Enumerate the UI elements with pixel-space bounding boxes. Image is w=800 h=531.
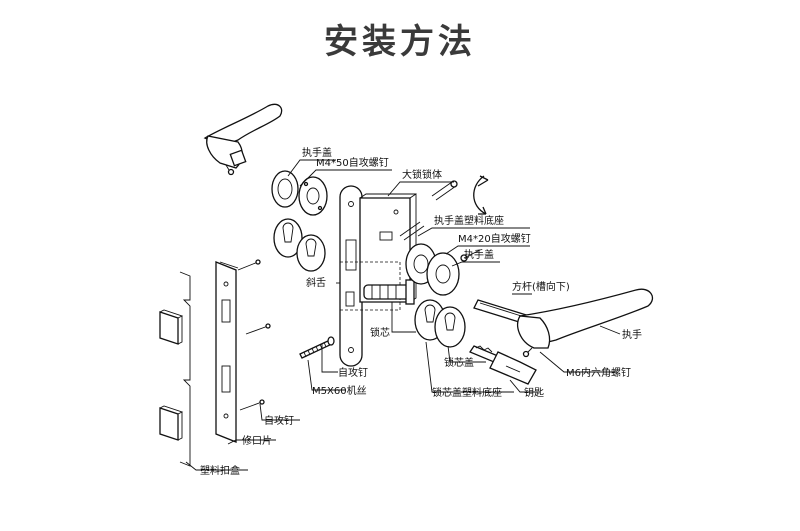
lock-faceplate <box>339 185 363 367</box>
label-plastic-box: 塑料扣盒 <box>200 464 240 477</box>
strike-screws <box>237 259 271 411</box>
label-self-tapping-screw-2: 自攻钉 <box>264 414 294 427</box>
left-handle-icon <box>203 103 283 176</box>
lock-body <box>339 193 417 311</box>
label-handle-cover-right: 执手盖 <box>464 248 494 261</box>
machine-screw <box>299 336 335 359</box>
label-latch: 斜舌 <box>306 276 326 289</box>
page-title: 安装方法 <box>324 22 476 62</box>
label-handle: 执手 <box>622 328 642 341</box>
label-screw-m4x20: M4*20自攻螺钉 <box>458 232 531 245</box>
lock-body-screws <box>399 180 458 241</box>
right-handle-icon <box>517 288 653 358</box>
label-handle-cover-base: 执手盖塑料底座 <box>434 214 504 227</box>
rotation-arrow-icon <box>473 175 489 215</box>
leader-lines <box>185 159 621 471</box>
label-lock-cylinder: 锁芯 <box>370 326 390 339</box>
plastic-strike-box <box>159 271 191 467</box>
label-cylinder-cover-base: 锁芯盖塑料底座 <box>432 386 502 399</box>
handle-cover-rose-top <box>271 170 328 216</box>
right-cylinder-cover <box>414 299 466 348</box>
lock-cylinder <box>363 279 415 305</box>
label-self-tapping-screw: 自攻钉 <box>338 366 368 379</box>
key-icon <box>469 345 537 385</box>
label-spindle: 方杆(槽向下) <box>512 280 570 293</box>
left-cylinder-cover <box>273 218 326 272</box>
label-hex-screw: M6内六角螺钉 <box>566 366 631 379</box>
label-machine-screw: M5X60机丝 <box>312 384 367 397</box>
label-cylinder-cover: 锁芯盖 <box>444 356 474 369</box>
label-key: 钥匙 <box>524 386 544 399</box>
handle-cover-rose-right <box>405 243 481 296</box>
label-screw-m4x50: M4*50自攻螺钉 <box>316 156 389 169</box>
label-strike-plate: 修口片 <box>242 434 272 447</box>
label-handle-cover-top: 执手盖 <box>302 146 332 159</box>
label-lock-body: 大锁锁体 <box>402 168 442 181</box>
strike-plate <box>215 261 239 443</box>
